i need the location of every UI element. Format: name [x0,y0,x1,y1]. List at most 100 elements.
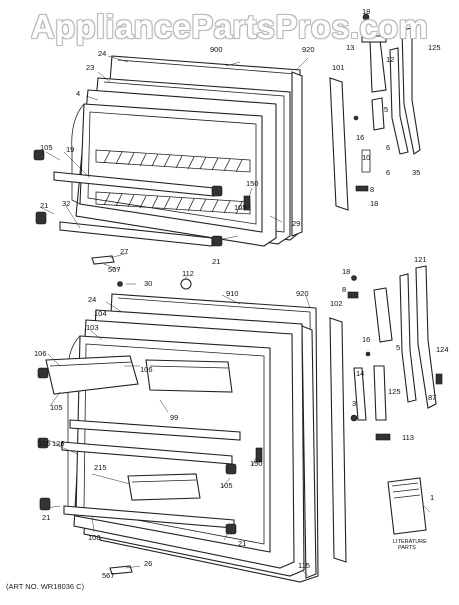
freezer-part-label: 23 [86,63,94,72]
hinge-bracket-12 [369,39,387,93]
shelf-support-21-right [225,523,237,535]
fresh-food-part-label: 24 [88,295,96,304]
shelf-support-right-lower [211,235,223,247]
fresh-food-part-label: 26 [144,559,152,568]
part-8 [355,185,369,192]
freezer-door-assembly [33,13,421,290]
screw-16-lower [365,351,371,357]
fresh-food-part-label: 124 [436,345,449,354]
freezer-shelf-grille-lower [95,191,251,215]
fresh-food-part-label: 215 [94,463,107,472]
part-10 [361,149,371,173]
freezer-shelf-bar-32 [59,221,213,247]
freezer-part-label: 32 [62,199,70,208]
freezer-part-label: 18 [370,199,378,208]
fresh-food-part-label: 121 [414,255,427,264]
freezer-part-label: 12 [386,55,394,64]
fresh-food-part-label: 104 [94,309,107,318]
handle-trim-14 [353,367,367,421]
shelf-support-105-upper [37,367,49,379]
freezer-part-label: 112 [182,269,194,278]
freezer-trim-101 [329,77,349,211]
freezer-part-label: 6 [386,143,390,152]
fresh-food-handle-inner [399,273,417,403]
freezer-part-label: 21 [40,201,48,210]
fresh-food-part-label: 105 [220,481,233,490]
freezer-part-label: 24 [98,49,106,58]
fresh-food-part-label: 920 [296,289,309,298]
freezer-part-label: 900 [210,45,223,54]
fresh-food-part-label: 87 [428,393,436,402]
fresh-food-part-label: 16 [362,335,370,344]
dairy-bin-left [45,355,139,395]
screw-18 [362,13,370,21]
fresh-food-part-label: 99 [170,413,178,422]
fresh-food-part-label: 103 [86,323,99,332]
shelf-support-105 [33,149,45,161]
freezer-part-label: 101 [332,63,345,72]
leader-lines [41,55,431,577]
fresh-food-part-label: 102 [330,299,343,308]
fresh-food-part-label: 8 [342,285,346,294]
fresh-food-part-label: 910 [226,289,239,298]
fresh-food-part-label: 106 [140,365,153,374]
fresh-food-part-label: 5 [396,343,400,352]
fresh-food-part-label: 567 [102,571,115,580]
freezer-handle-35 [401,27,421,155]
fresh-food-part-label: 106 [34,349,47,358]
part-3 [350,414,358,422]
freezer-part-label: 105 [40,143,53,152]
part-113 [375,433,391,441]
freezer-part-label: 10 [362,153,370,162]
fresh-food-part-label: 150 [250,459,263,468]
part-112 [180,278,192,290]
freezer-part-label: 30 [144,279,152,288]
freezer-part-label: 19 [66,145,74,154]
fresh-food-part-label: 14 [356,369,364,378]
hinge-top-13 [361,35,387,43]
fresh-food-part-label: 105 [50,403,63,412]
literature-label-line-2: PARTS [398,545,416,551]
fresh-food-handle-121 [415,265,437,409]
handle-trim-5 [371,97,385,131]
fresh-food-part-label: 108 [88,533,101,542]
freezer-part-label: 8 [370,185,374,194]
part-8-lower [347,291,359,299]
freezer-part-label: 18 [362,7,370,16]
fresh-food-part-label: 3 [352,399,356,408]
watermark: AppliancePartsPros.com [30,8,429,45]
fresh-food-part-label: 1 [430,493,434,502]
literature-booklet [387,477,427,535]
art-number: (ART NO. WR18036 C) [6,582,85,591]
literature-label-line-1: LITERATURE [393,539,427,545]
freezer-part-label: 5 [384,105,388,114]
freezer-handle-6 [389,47,409,155]
shelf-support-105-right [225,463,237,475]
handle-trim-125 [373,365,387,421]
fresh-food-part-label: 115 [298,561,310,570]
freezer-part-label: 21 [212,257,220,266]
screw-18-lower [351,275,357,281]
freezer-shelf-grille-upper [95,149,251,173]
freezer-part-label: 6 [386,168,390,177]
fresh-food-part-label: 21 [238,539,246,548]
shelf-support-21-lower [39,497,51,511]
fresh-food-part-label: 126 [52,439,65,448]
freezer-part-label: 13 [346,43,354,52]
freezer-part-label: 567 [108,265,121,274]
shelf-support-105-lower [37,437,49,449]
shelf-support-21 [35,211,47,225]
freezer-part-label: 27 [120,247,128,256]
fresh-food-door-assembly [37,265,443,583]
freezer-part-label: 29 [292,219,300,228]
hinge-bracket-lower [373,287,393,343]
door-shelf-bar-99 [69,419,241,441]
screw-30 [117,281,123,287]
freezer-part-label: 920 [302,45,315,54]
freezer-part-label: 16 [356,133,364,142]
fresh-food-part-label: 21 [42,513,50,522]
